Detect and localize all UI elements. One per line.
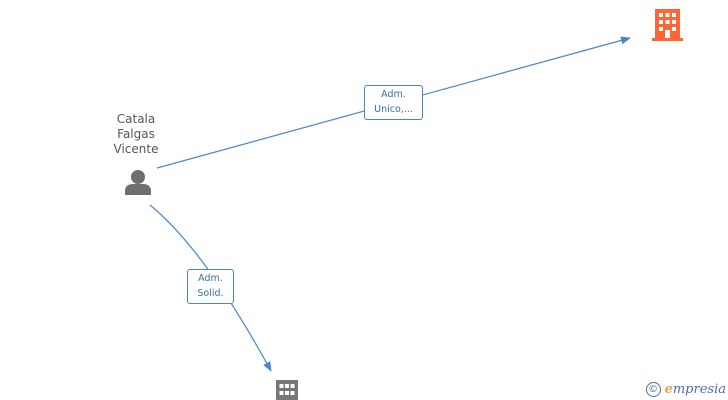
relation-label-1[interactable]: Adm. Unico,... xyxy=(364,85,423,120)
building-icon[interactable] xyxy=(652,9,683,41)
building-icon[interactable] xyxy=(276,380,298,400)
brand-rest: mpresia xyxy=(672,382,726,397)
brand-logo: empresia xyxy=(665,382,726,397)
brand-initial: e xyxy=(664,382,673,397)
person-name-line: Vicente xyxy=(113,142,159,156)
copyright-icon: © xyxy=(645,382,661,397)
watermark: © empresia xyxy=(645,382,726,397)
person-name-line: Falgas xyxy=(117,127,155,141)
relation-label-line: Adm. xyxy=(198,273,223,284)
relation-label-2[interactable]: Adm. Solid. xyxy=(187,269,234,304)
relation-label-line: Adm. xyxy=(381,89,406,100)
relation-label-line: Solid. xyxy=(197,288,224,299)
person-name-line: Catala xyxy=(116,112,156,126)
person-icon[interactable] xyxy=(125,170,151,195)
person-name[interactable]: Catala Falgas Vicente xyxy=(100,112,172,157)
relation-label-line: Unico,... xyxy=(374,104,413,115)
